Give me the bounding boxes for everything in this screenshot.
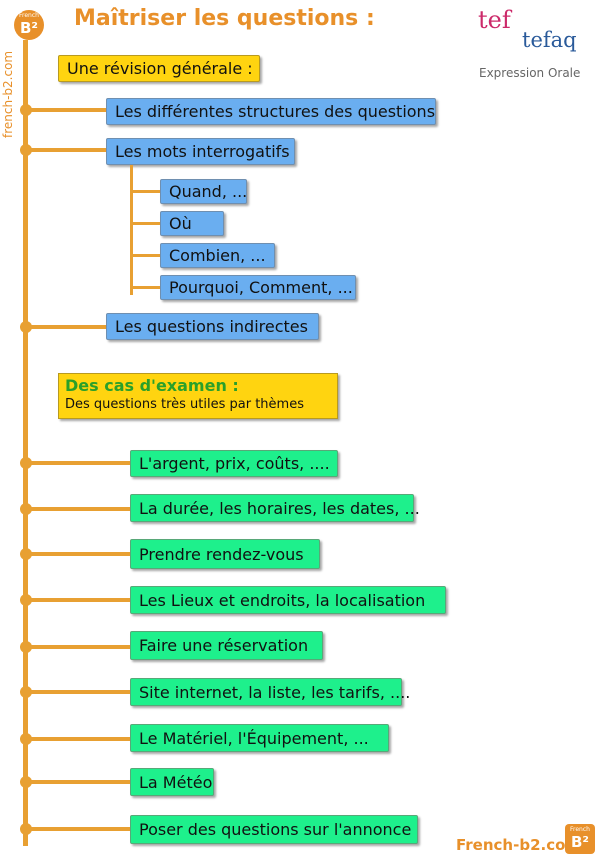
side-site-label: french-b2.com	[1, 50, 15, 138]
brand-subtitle: Expression Orale	[479, 66, 581, 80]
exam-item-lieux: Les Lieux et endroits, la localisation	[130, 586, 446, 614]
branch-connector	[26, 108, 108, 112]
sub-connector	[130, 286, 162, 289]
sub-item-quand: Quand, ...	[160, 179, 247, 204]
branch-connector	[26, 148, 108, 152]
exam-item-site-internet: Site internet, la liste, les tarifs, ...…	[130, 678, 410, 706]
footer-logo-small-text: French	[570, 826, 590, 833]
item-questions-indirectes: Les questions indirectes	[106, 313, 319, 340]
exam-item-duree: La durée, les horaires, les dates, ...	[130, 494, 420, 522]
footer-site-link[interactable]: French-b2.com	[456, 836, 582, 854]
branch-connector	[26, 737, 132, 741]
section-revision-title: Une révision générale :	[58, 55, 260, 82]
tefaq-logo: tefaq	[522, 28, 577, 52]
logo-big-text: B²	[19, 19, 38, 37]
sub-connector	[130, 190, 162, 193]
exam-item-meteo: La Météo	[130, 768, 214, 796]
branch-connector	[26, 690, 132, 694]
branch-connector	[26, 645, 132, 649]
branch-connector	[26, 598, 132, 602]
sub-branch-line	[130, 165, 133, 295]
page-title: Maîtriser les questions :	[74, 6, 375, 31]
item-structures-questions: Les différentes structures des questions	[106, 98, 436, 125]
sub-item-pourquoi-comment: Pourquoi, Comment, ...	[160, 275, 356, 300]
section-exam-subtitle: Des questions très utiles par thèmes	[65, 397, 304, 412]
sub-item-combien: Combien, ...	[160, 243, 275, 268]
section-exam-title: Des cas d'examen :	[65, 376, 239, 395]
exam-item-reservation: Faire une réservation	[130, 631, 323, 660]
item-mots-interrogatifs: Les mots interrogatifs	[106, 138, 295, 165]
branch-connector	[26, 552, 132, 556]
tef-logo: tef	[478, 6, 511, 34]
exam-item-argent: L'argent, prix, coûts, ....	[130, 450, 338, 477]
sub-item-ou: Où	[160, 211, 224, 236]
exam-item-annonce: Poser des questions sur l'annonce	[130, 815, 418, 844]
footer-logo-big-text: B²	[570, 833, 589, 851]
exam-item-materiel: Le Matériel, l'Équipement, ...	[130, 724, 389, 752]
branch-connector	[26, 827, 132, 831]
logo-small-text: French	[19, 12, 39, 19]
timeline-spine	[23, 40, 28, 846]
sub-connector	[130, 222, 162, 225]
brand-logo-badge: French B²	[14, 10, 44, 40]
branch-connector	[26, 780, 132, 784]
branch-connector	[26, 325, 108, 329]
footer-logo-badge: French B²	[565, 824, 595, 854]
branch-connector	[26, 507, 132, 511]
branch-connector	[26, 461, 132, 465]
sub-connector	[130, 254, 162, 257]
exam-item-rendez-vous: Prendre rendez-vous	[130, 539, 320, 569]
section-exam-header: Des cas d'examen : Des questions très ut…	[58, 373, 338, 419]
